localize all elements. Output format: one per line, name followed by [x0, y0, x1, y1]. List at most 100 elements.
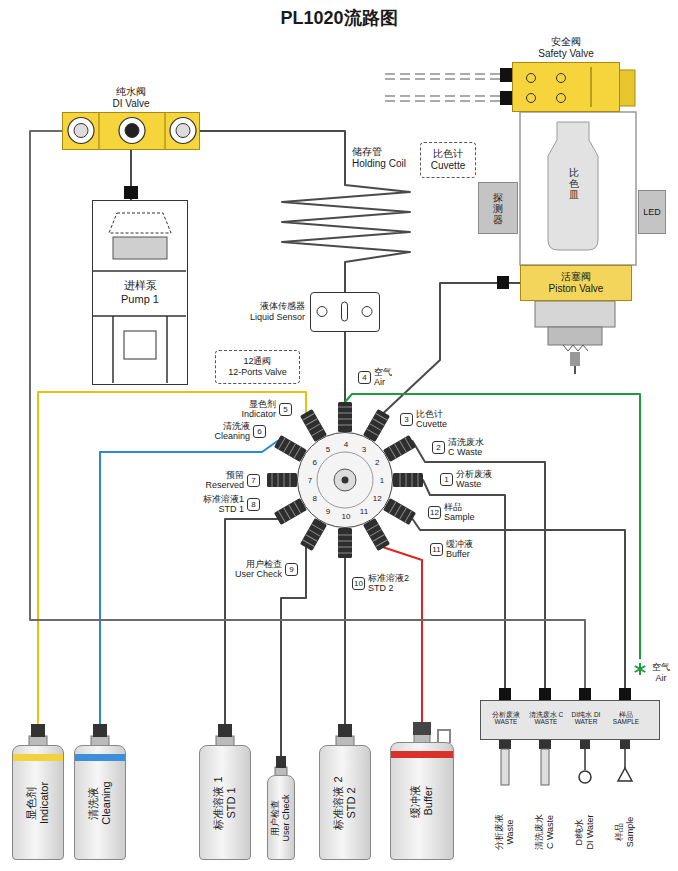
valve-knob	[274, 498, 307, 525]
tube-connector	[369, 283, 520, 438]
part-name-en: Safety Valve	[538, 48, 593, 60]
outlet-line	[624, 749, 626, 768]
outlet-tag: 清洗废水 C WASTE	[527, 711, 565, 726]
part-name-en: Cuvette	[431, 160, 465, 172]
coil-label: 储存管	[352, 146, 406, 158]
port-number: 2	[432, 441, 445, 454]
part-name-en: STD 2	[345, 752, 358, 853]
text-group: 标准溶液 2STD 2	[332, 752, 358, 853]
outlet-circle	[579, 771, 591, 783]
knob-ridge	[366, 524, 387, 547]
valve-fitting	[74, 124, 88, 138]
outlet-nut	[539, 740, 551, 749]
label-group: 样品Sample	[614, 800, 636, 864]
port-label: 6清洗液Cleaning	[212, 420, 268, 442]
valve-disc	[297, 432, 393, 528]
part-name-en: Buffer	[422, 749, 435, 853]
text-group: 4空气Air	[356, 366, 394, 388]
port-number: 7	[247, 474, 260, 487]
port-name-en: STD 1	[203, 504, 244, 514]
part-name: 比色皿	[569, 167, 579, 200]
knob-body	[338, 402, 352, 432]
text-group: 用户检查User Check	[270, 782, 292, 853]
valve-knob	[363, 409, 390, 442]
part-name-cn: 空气	[652, 662, 670, 673]
text-group: 安全阀Safety Valve	[538, 36, 593, 60]
part-name-cn: 12通阀	[243, 356, 271, 367]
text-group: 1分析废液Waste	[438, 468, 494, 490]
fitting	[124, 186, 138, 199]
text-group: 12样品Sample	[426, 501, 477, 523]
text-group: 3比色计Cuvette	[398, 408, 449, 430]
bottle-cap	[93, 724, 107, 737]
part-name-en: User Check	[281, 782, 292, 853]
pump-cylinder	[109, 213, 171, 233]
fitting	[497, 276, 509, 289]
knob-body	[393, 473, 423, 487]
text-group: 标准溶液 1STD 1	[212, 752, 238, 853]
port-label: 1分析废液Waste	[438, 468, 494, 490]
part-name-cn: 比色计	[433, 148, 463, 160]
text-group: 活塞阀Piston Valve	[521, 266, 631, 300]
part-name-cn: 标准溶液 2	[332, 752, 345, 853]
outlet-label: DI纯水	[574, 800, 585, 864]
text-group: LED	[639, 191, 665, 233]
port-number: 12	[428, 506, 441, 519]
knob-body	[383, 435, 416, 462]
outlet-nut	[499, 740, 511, 749]
outlet-nut	[580, 740, 590, 749]
knob-body	[338, 528, 352, 558]
knob-ridge	[338, 535, 352, 553]
label-group: 分析废液Waste	[494, 800, 516, 864]
part-name-en: STD 1	[225, 752, 238, 853]
text-group: 液体传感器Liquid Sensor	[250, 301, 305, 323]
port-number: 8	[247, 498, 260, 511]
text-group: 空气Air	[630, 659, 674, 687]
port-name-cn: 分析废液	[456, 469, 492, 479]
port-name-en: Reserved	[205, 480, 244, 490]
port-number: 6	[253, 425, 266, 438]
port-name-en: Cuvette	[416, 419, 447, 429]
text-group: 2清洗废水C Waste	[430, 436, 486, 458]
dial-number: 9	[320, 507, 336, 517]
text-group: 纯水阀DI Valve	[112, 86, 149, 110]
outlet-tag: DI纯水 DI WATER	[567, 711, 605, 726]
outlet-tube	[541, 749, 549, 785]
text-group: 10标准溶液2STD 2	[350, 572, 411, 594]
manifold-block: 分析废液 WASTE清洗废水 C WASTEDI纯水 DI WATER样品 SA…	[480, 700, 660, 740]
knob-ridge	[366, 413, 387, 436]
part-name-cn: 纯水阀	[116, 86, 146, 98]
screw	[527, 74, 536, 83]
piston-body	[548, 327, 602, 345]
valve-fitting	[125, 124, 139, 138]
port-label: 9用户检查User Check	[233, 558, 300, 580]
part-name-en: Liquid Sensor	[250, 312, 305, 323]
rotary-valve: 123456789101112	[297, 432, 393, 528]
bottle-band	[13, 754, 63, 761]
pump-carriage	[124, 331, 156, 359]
safety-valve: 安全阀Safety Valve	[512, 62, 620, 112]
cuvette-cell: 比色皿	[565, 158, 583, 208]
outlet-label: 分析废液	[494, 800, 505, 864]
outlet-tag: 分析废液 WASTE	[487, 711, 525, 726]
port-number: 3	[400, 413, 413, 426]
knob-body	[300, 409, 327, 442]
valve-knob	[383, 498, 416, 525]
text-group: 探测器	[479, 183, 517, 233]
pump-line	[93, 271, 186, 316]
valve-fitting	[170, 118, 196, 144]
port-number: 1	[440, 473, 453, 486]
outlet-label: C Waste	[545, 800, 556, 864]
port-name-en: STD 2	[368, 583, 409, 593]
node-decoration	[63, 113, 199, 149]
text-group: 12通阀12-Ports Valve	[216, 351, 299, 383]
dial-number: 5	[320, 445, 336, 455]
dial-number: 1	[374, 476, 390, 486]
port-name-cn: 显色剂	[241, 399, 276, 409]
port-name-cn: 样品	[444, 502, 475, 512]
knob-ridge	[389, 437, 412, 458]
callout-box: 比色计Cuvette	[420, 142, 476, 178]
led-box: LED	[638, 190, 666, 234]
tube-connector	[225, 504, 303, 745]
coil-label: Holding Coil	[352, 158, 406, 170]
